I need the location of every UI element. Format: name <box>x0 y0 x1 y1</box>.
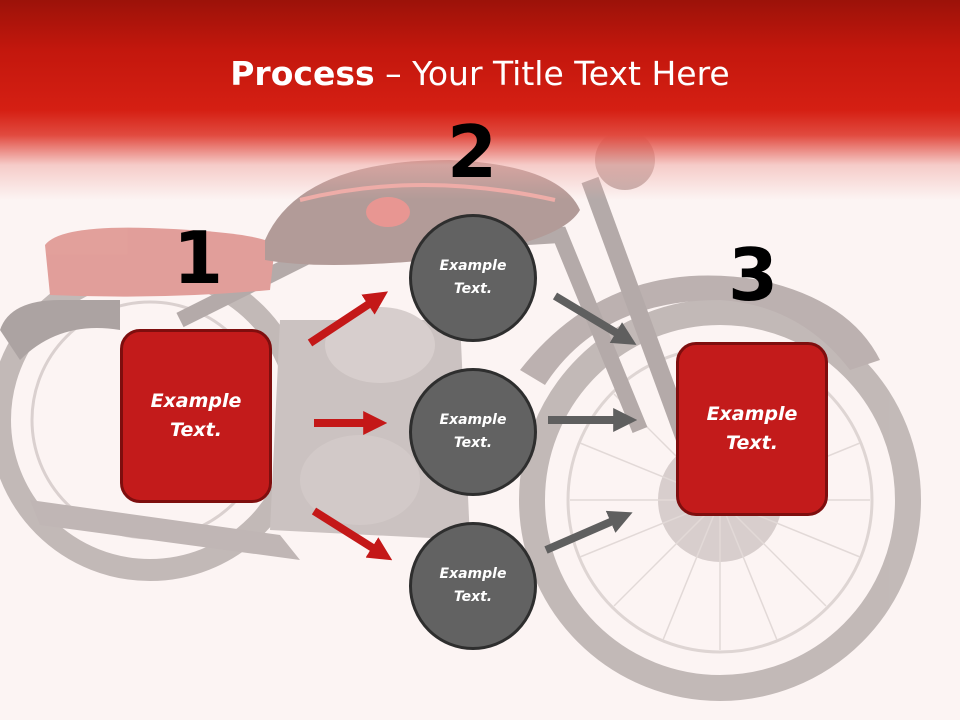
circle-2-line-1: Example <box>439 412 507 428</box>
left-box-line-2: Text. <box>170 419 222 441</box>
arrow-red-down <box>311 507 393 561</box>
right-box-line-2: Text. <box>726 432 778 454</box>
page-title: Process – Your Title Text Here <box>0 52 960 96</box>
step-number-2: 2 <box>446 110 498 194</box>
right-step-box[interactable]: Example Text. <box>676 342 828 516</box>
step-number-3: 3 <box>727 233 779 317</box>
arrow-gray-down <box>552 292 637 345</box>
left-box-line-1: Example <box>150 390 242 412</box>
right-box-line-1: Example <box>706 403 798 425</box>
arrow-gray-up <box>544 510 633 554</box>
circle-step-3[interactable]: Example Text. <box>409 522 537 650</box>
circle-3-line-1: Example <box>439 566 507 582</box>
circle-step-1[interactable]: Example Text. <box>409 214 537 342</box>
step-number-1: 1 <box>172 216 224 300</box>
circle-step-2[interactable]: Example Text. <box>409 368 537 496</box>
header-band <box>0 0 960 200</box>
title-bold: Process <box>230 54 375 93</box>
circle-1-line-1: Example <box>439 258 507 274</box>
circle-1-line-2: Text. <box>453 281 493 297</box>
left-step-box[interactable]: Example Text. <box>120 329 272 503</box>
circle-3-line-2: Text. <box>453 589 493 605</box>
title-rest: – Your Title Text Here <box>374 54 730 93</box>
arrow-red-up <box>307 291 389 347</box>
circle-2-line-2: Text. <box>453 435 493 451</box>
